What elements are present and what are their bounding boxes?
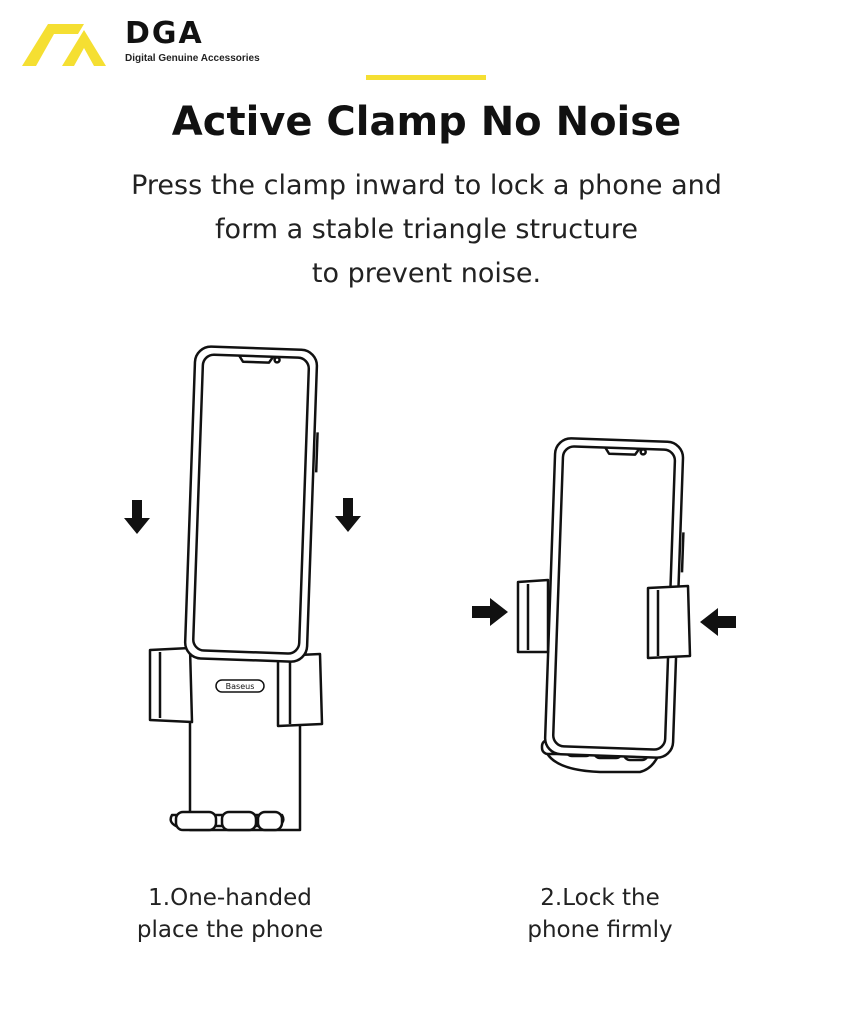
page-title: Active Clamp No Noise	[171, 99, 682, 145]
description-line: form a stable triangle structure	[215, 214, 638, 245]
holder-brand-label: Baseus	[226, 682, 255, 691]
description-line: Press the clamp inward to lock a phone a…	[131, 170, 722, 201]
step-caption-line: place the phone	[136, 917, 324, 943]
arrow-inward-icon	[700, 608, 736, 636]
brand-name: DGA	[125, 16, 204, 51]
arrow-down-icon	[335, 498, 361, 532]
step-caption-2: 2.Lock the phone firmly	[480, 882, 720, 946]
phone-1	[183, 345, 319, 663]
product-illustration: Baseus	[124, 345, 736, 832]
step2-illustration	[516, 437, 692, 774]
step-caption-1: 1.One-handed place the phone	[100, 882, 360, 946]
step1-illustration	[148, 345, 324, 832]
left-clamp	[516, 578, 550, 654]
arrow-inward-icon	[472, 598, 508, 626]
brand-logo: DGA Digital Genuine Accessories	[22, 16, 282, 72]
step-caption-line: phone firmly	[527, 917, 673, 943]
step-caption-line: 2.Lock the	[540, 885, 660, 911]
right-clamp	[276, 652, 324, 728]
arrow-down-icon	[124, 500, 150, 534]
brand-tagline: Digital Genuine Accessories	[125, 53, 260, 64]
accent-divider	[366, 75, 486, 80]
left-clamp	[148, 646, 194, 724]
dga-logo-icon	[22, 24, 106, 66]
description-line: to prevent noise.	[311, 258, 542, 289]
step-caption-line: 1.One-handed	[148, 885, 312, 911]
right-clamp	[646, 584, 692, 660]
description: Press the clamp inward to lock a phone a…	[60, 164, 793, 296]
